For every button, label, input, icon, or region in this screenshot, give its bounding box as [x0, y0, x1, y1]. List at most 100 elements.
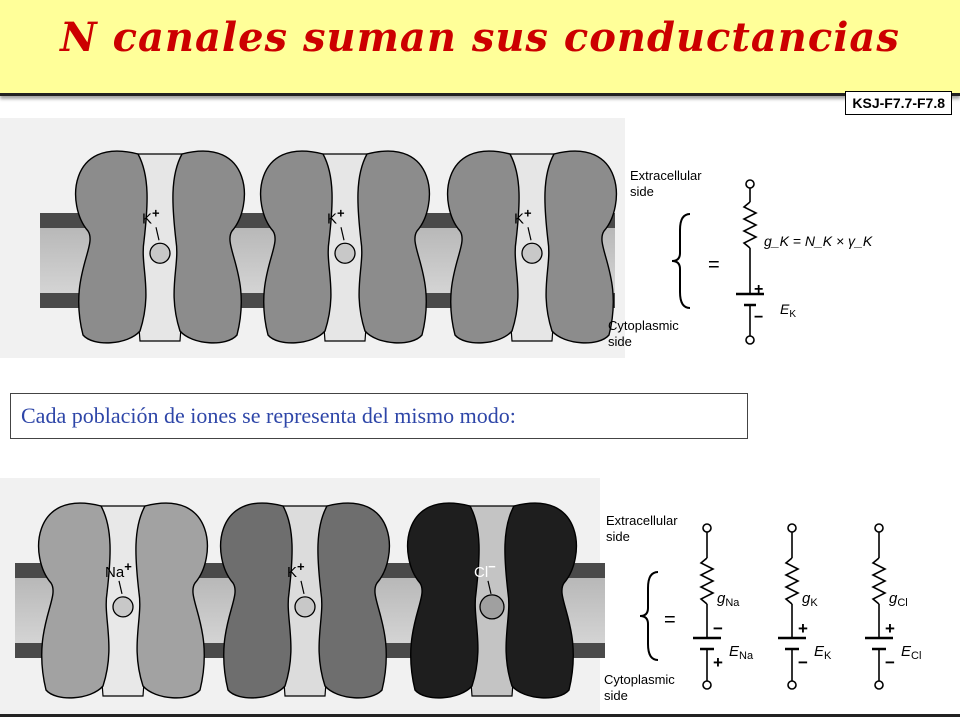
circuit-branch-cl — [865, 523, 893, 690]
resistor — [784, 557, 800, 605]
equals-sign: = — [664, 609, 676, 631]
conductance-equation: g_K = N_K × γ_K — [764, 233, 873, 249]
battery-bottom-sign: + — [713, 653, 723, 672]
conductance-label: gCl — [889, 590, 908, 609]
ion-symbol: K — [514, 210, 524, 227]
caption-box: Cada población de iones se representa de… — [10, 393, 748, 439]
channel-subunit-right — [504, 502, 578, 699]
conductance-label: gK — [802, 590, 818, 609]
ion-particle — [334, 242, 356, 264]
resistor — [699, 557, 715, 605]
battery-top-sign: − — [713, 619, 723, 638]
terminal-bottom — [787, 680, 797, 690]
ion-channel-k: K+ — [219, 502, 391, 699]
ion-charge: + — [297, 559, 305, 574]
channel-subunit-right — [172, 150, 246, 344]
battery-symbol: E — [729, 643, 740, 660]
ion-symbol: K — [287, 564, 297, 581]
battery-minus: − — [754, 309, 763, 326]
ion-charge: + — [124, 559, 132, 574]
conductance-subscript: Na — [725, 597, 740, 609]
terminal-top — [702, 523, 712, 533]
ion-pointer — [300, 580, 305, 595]
channel-subunit-right — [357, 150, 431, 344]
extracellular-label: Extracellular — [606, 513, 678, 528]
ion-label: Cl− — [474, 559, 496, 581]
ion-channel-k: K+ — [446, 150, 618, 344]
ion-channel-na: Na+ — [37, 502, 209, 699]
ion-label: Na+ — [105, 559, 132, 581]
cytoplasmic-side-label: side — [604, 688, 628, 703]
battery-subscript: Na — [739, 650, 754, 662]
ion-particle — [112, 596, 134, 618]
conductance-symbol: g — [802, 590, 811, 607]
battery-top-sign: + — [798, 619, 808, 638]
battery-symbol: E — [901, 643, 912, 660]
conductance-label: gNa — [717, 590, 740, 609]
ion-particle — [479, 594, 505, 620]
ion-particle — [521, 242, 543, 264]
resistor — [871, 557, 887, 605]
bottom-channel-diagram: Na+K+Cl− Extracellular side Cytoplasmic … — [0, 478, 921, 714]
ion-charge: + — [152, 205, 160, 220]
top-channel-diagram: K+K+K+ Extracellular side Cytoplasmic si… — [0, 118, 873, 358]
slide-title: N canales suman sus conductancias — [60, 14, 900, 61]
k-circuit — [736, 179, 764, 345]
reference-label: KSJ-F7.7-F7.8 — [845, 91, 952, 115]
brace — [639, 571, 659, 661]
bottom-rule — [0, 714, 960, 717]
channel-subunit-right — [317, 502, 391, 699]
ion-symbol: Cl — [474, 564, 488, 581]
ion-particle — [294, 596, 316, 618]
channel-subunit-left — [259, 150, 333, 344]
channel-subunit-left — [406, 502, 480, 699]
battery-label: ENa — [729, 643, 754, 662]
channel-subunit-left — [74, 150, 148, 344]
conductance-symbol: g — [889, 590, 898, 607]
ion-label: K+ — [142, 205, 160, 227]
brace — [671, 213, 691, 309]
extracellular-label: Extracellular — [630, 168, 702, 183]
extracellular-side-label: side — [606, 529, 630, 544]
ion-symbol: K — [142, 210, 152, 227]
terminal-top — [874, 523, 884, 533]
title-bar: N canales suman sus conductancias — [0, 0, 960, 96]
ion-label: K+ — [287, 559, 305, 581]
battery-top-sign: + — [885, 619, 895, 638]
battery-symbol: E — [814, 643, 825, 660]
battery-subscript: Cl — [911, 650, 921, 662]
ion-label: K+ — [514, 205, 532, 227]
ion-charge: − — [488, 559, 496, 574]
conductance-subscript: Cl — [897, 597, 907, 609]
ion-channel-k: K+ — [259, 150, 431, 344]
cytoplasmic-label: Cytoplasmic — [608, 318, 679, 333]
ek-label: EK — [780, 301, 796, 320]
circuit-branch-na — [693, 523, 721, 690]
ion-pointer — [527, 227, 532, 241]
ion-symbol: K — [327, 210, 337, 227]
ion-symbol: Na — [105, 564, 125, 581]
ion-charge: + — [524, 205, 532, 220]
channel-subunit-left — [446, 150, 520, 344]
ion-channel-cl: Cl− — [406, 502, 578, 699]
ion-pointer — [340, 227, 345, 241]
ion-pointer — [155, 227, 160, 241]
channel-subunit-right — [544, 150, 618, 344]
conductance-subscript: K — [810, 597, 818, 609]
ion-charge: + — [337, 205, 345, 220]
terminal-top — [787, 523, 797, 533]
battery-label: EK — [814, 643, 832, 662]
channel-subunit-left — [37, 502, 111, 699]
battery-bottom-sign: − — [798, 653, 808, 672]
cytoplasmic-label: Cytoplasmic — [604, 672, 675, 687]
circuit-branch-k — [778, 523, 806, 690]
battery-plus: + — [754, 281, 763, 298]
channel-subunit-left — [219, 502, 293, 699]
ion-label: K+ — [327, 205, 345, 227]
channel-subunit-right — [135, 502, 209, 699]
ion-pointer — [487, 580, 492, 595]
battery-subscript: K — [824, 650, 832, 662]
battery-label: ECl — [901, 643, 921, 662]
terminal-bottom — [702, 680, 712, 690]
ion-channel-k: K+ — [74, 150, 246, 344]
